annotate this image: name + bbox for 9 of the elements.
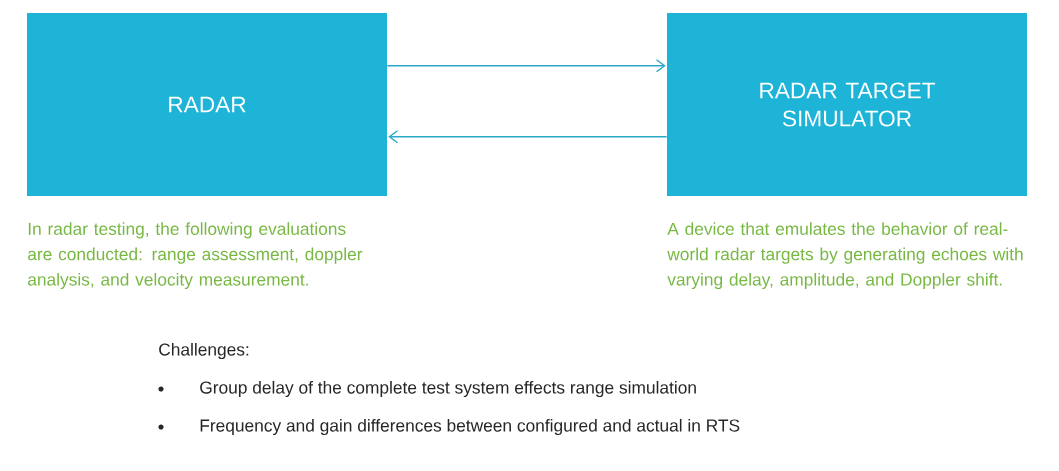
- bullet-text: Frequency and gain differences between configured and actual in RTS: [200, 418, 740, 436]
- arrow: [386, 59, 666, 73]
- arrow: [388, 130, 668, 144]
- process-box: RADAR TARGET SIMULATOR: [667, 13, 1027, 196]
- bullet-text: Group delay of the complete test system effects range simulation: [200, 380, 696, 398]
- node-description: In radar testing, the following evaluations are conducted: range assessment, doppler analysis, and velocity measurement.: [28, 222, 363, 290]
- heading-text: Challenges:: [159, 342, 249, 360]
- process-box: RADAR: [27, 13, 387, 196]
- node-description: A device that emulates the behavior of real-world radar targets by generating echoes with varying delay, amplitude, and Doppler shift.: [667, 222, 1023, 290]
